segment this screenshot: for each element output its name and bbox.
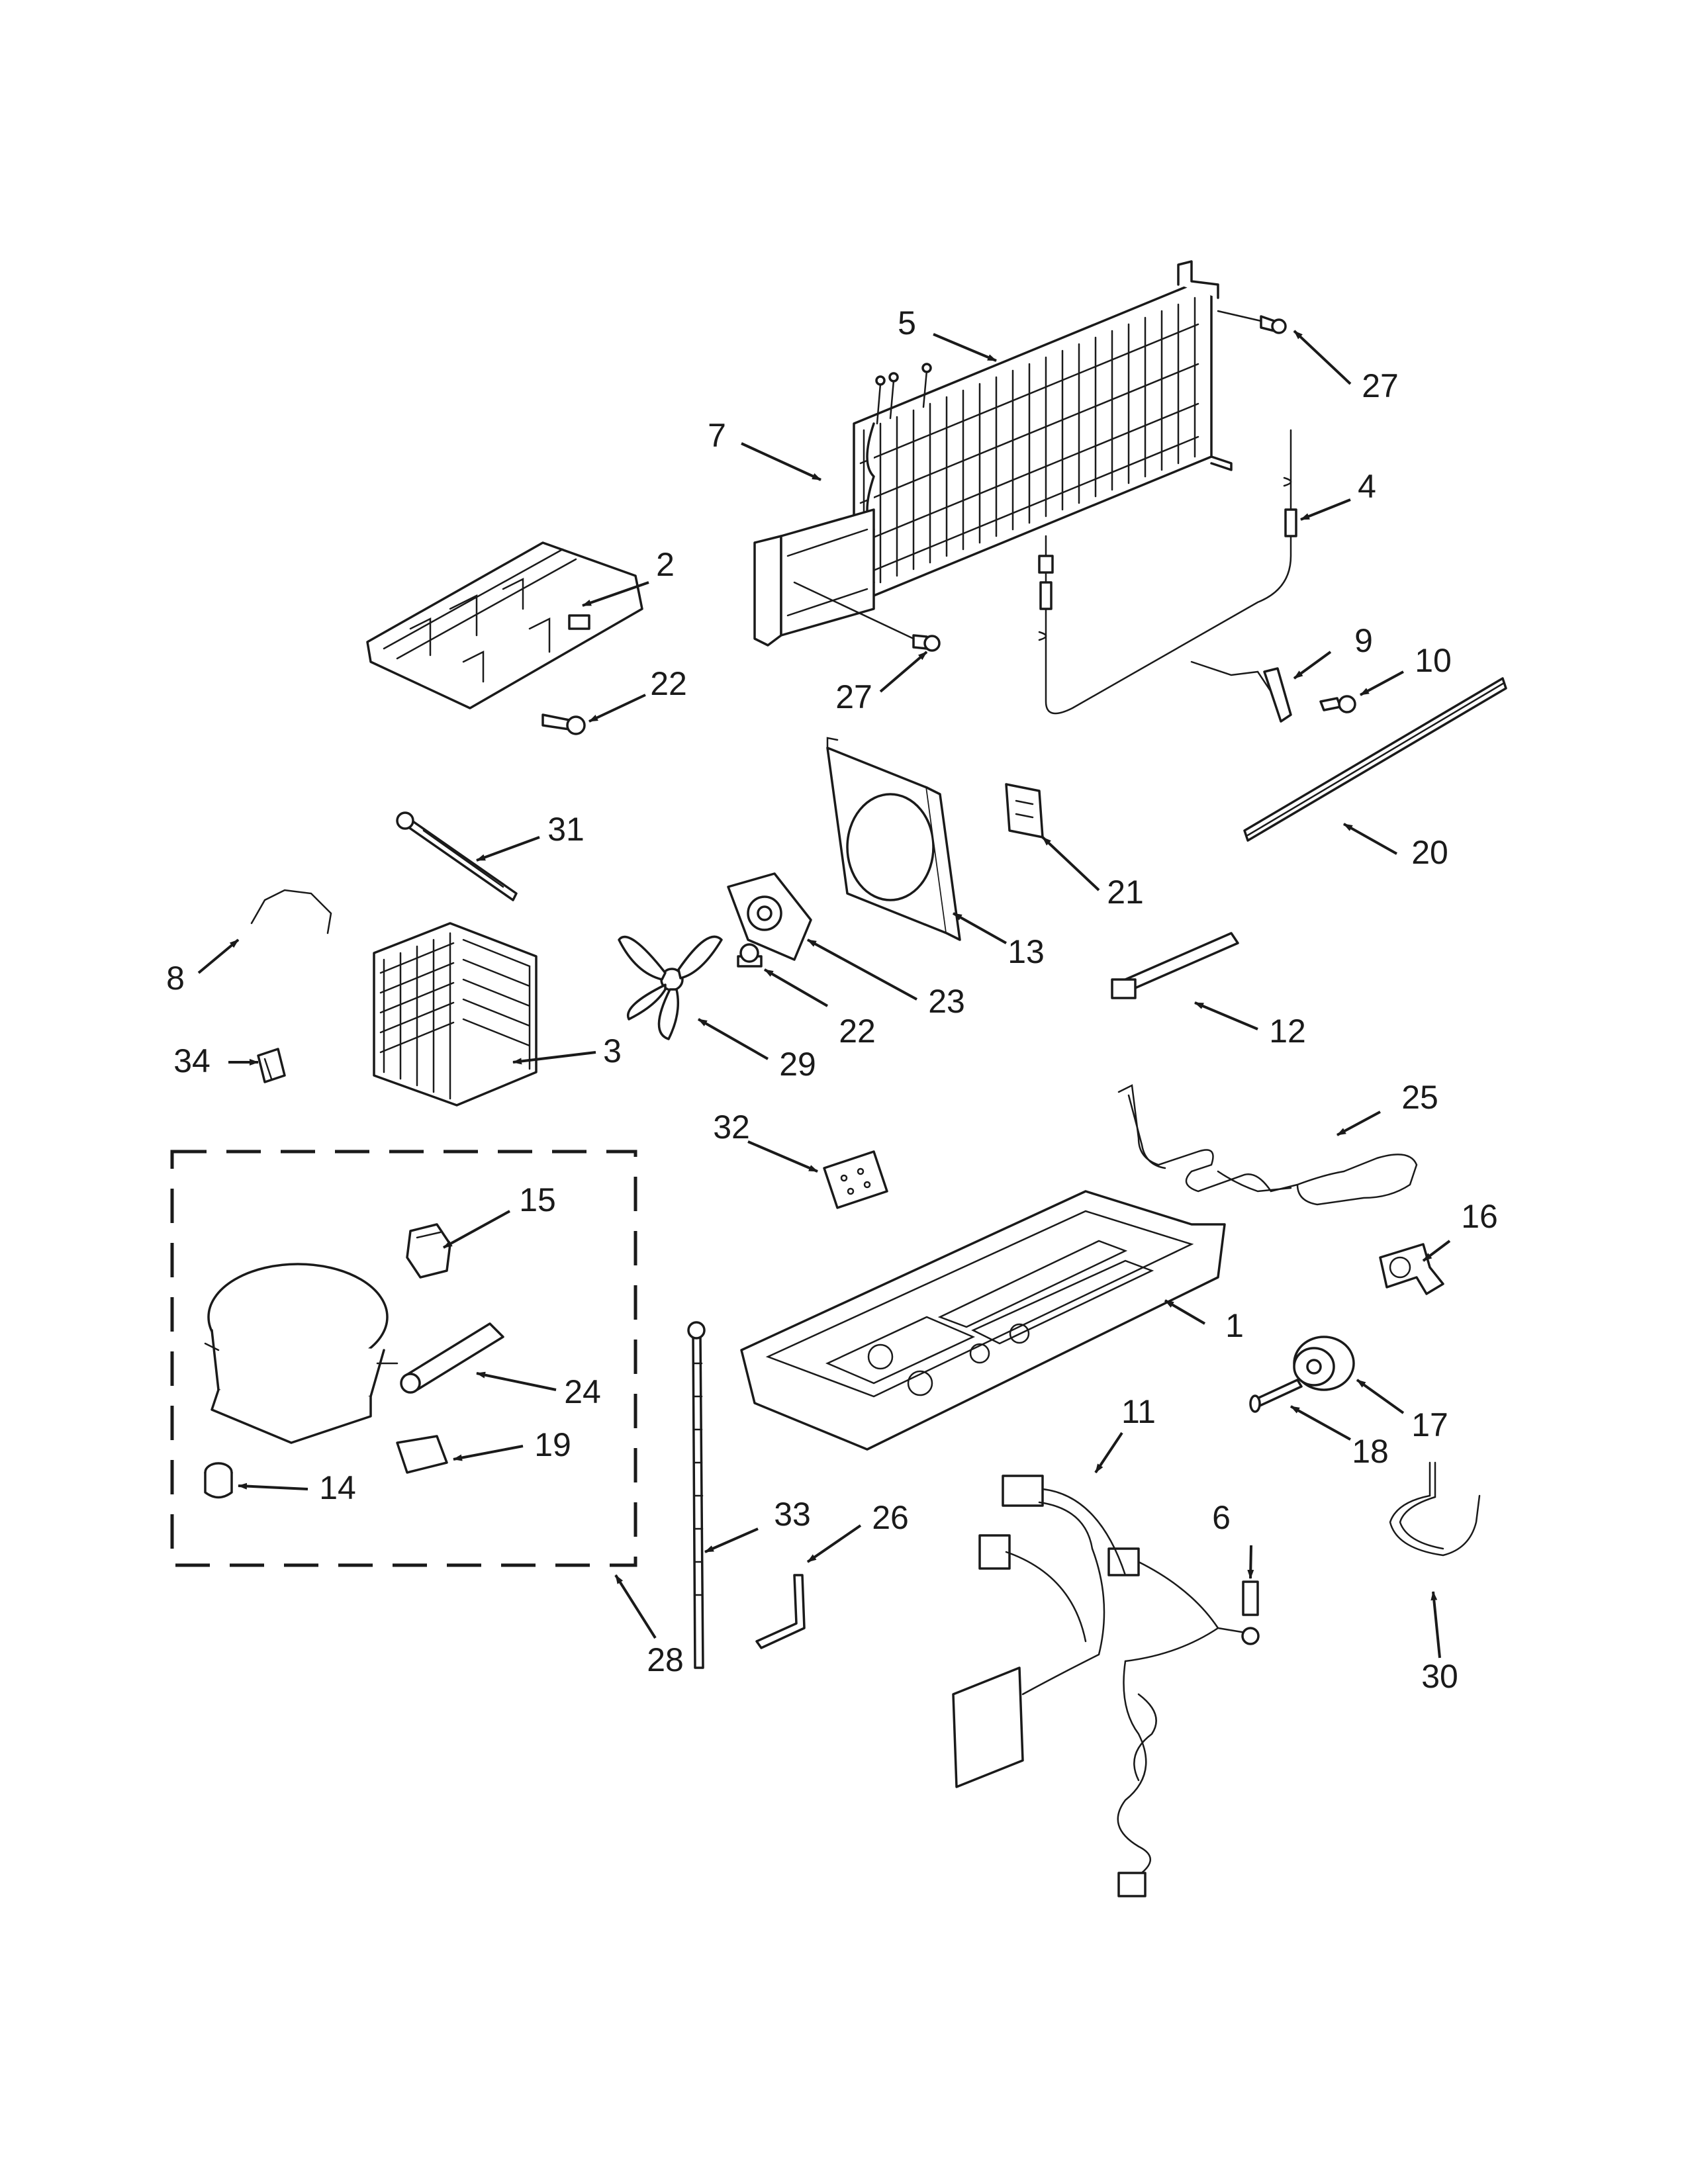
callout-7: 7 [708, 417, 726, 454]
grommet-17-part [1293, 1336, 1355, 1391]
cable-tie-part [1111, 932, 1239, 999]
callout-33: 33 [774, 1496, 811, 1533]
screw-10-part [1319, 695, 1356, 713]
callout-27-upper: 27 [1362, 367, 1399, 404]
callout-9: 9 [1354, 622, 1373, 659]
callout-20: 20 [1411, 834, 1448, 871]
callout-13: 13 [1008, 933, 1045, 970]
callout-3: 3 [603, 1032, 622, 1069]
screw-6-part [1241, 1580, 1260, 1645]
tubing-coil-part [1117, 1084, 1418, 1206]
callout-19: 19 [534, 1426, 571, 1463]
callout-16: 16 [1461, 1198, 1498, 1235]
callout-22-lower: 22 [839, 1013, 876, 1050]
wiring-harness-part [952, 1475, 1259, 1897]
callout-22-upper: 22 [650, 665, 687, 702]
callout-27-lower: 27 [835, 678, 872, 715]
base-pan-part [740, 1190, 1226, 1451]
fan-motor-part [727, 872, 812, 961]
callout-24: 24 [564, 1373, 601, 1410]
pad-32-part [823, 1150, 888, 1209]
compressor-group-28-part [170, 1150, 637, 1567]
screw-22-lower-part [737, 943, 763, 968]
gasket-strip-part [1243, 677, 1507, 842]
callout-23: 23 [928, 983, 965, 1020]
callout-31: 31 [547, 811, 585, 848]
bracket-21-part [1005, 783, 1044, 839]
screw-22-upper-part [541, 713, 586, 735]
callout-labels: 1 2 3 4 5 6 7 8 9 10 11 12 13 14 15 16 1… [166, 304, 1498, 1695]
callout-2: 2 [656, 546, 675, 583]
callout-4: 4 [1358, 468, 1376, 505]
callout-11: 11 [1121, 1393, 1156, 1430]
callout-15: 15 [519, 1181, 556, 1218]
callout-18: 18 [1352, 1433, 1389, 1470]
clip-34-part [257, 1048, 286, 1083]
callout-25: 25 [1401, 1079, 1438, 1116]
l-tube-26-part [755, 1574, 806, 1649]
callout-28: 28 [647, 1641, 684, 1678]
fan-shroud-part [826, 737, 961, 941]
tube-33-part [687, 1321, 706, 1669]
callout-5: 5 [898, 304, 916, 341]
clip-9-part [1190, 660, 1292, 723]
clamp-16-part [1379, 1243, 1444, 1295]
callout-14: 14 [319, 1469, 356, 1506]
callout-1: 1 [1225, 1307, 1244, 1344]
evaporator-cover-part [753, 508, 875, 647]
callout-10: 10 [1415, 642, 1452, 679]
overload-15-part [406, 1223, 451, 1279]
defrost-sensor-part [1038, 429, 1297, 715]
compressor-part [204, 1263, 399, 1444]
wire-bracket-8-part [250, 889, 332, 934]
grommet-14-part [204, 1462, 233, 1499]
control-box-part [366, 541, 643, 709]
callout-32: 32 [713, 1109, 750, 1146]
tube-30-part [1389, 1461, 1481, 1557]
filter-drier-part [400, 1322, 504, 1394]
callout-34: 34 [173, 1042, 211, 1079]
callout-30: 30 [1421, 1658, 1458, 1695]
callout-21: 21 [1107, 874, 1144, 911]
fan-blade-part [618, 935, 723, 1040]
callout-26: 26 [872, 1499, 909, 1536]
condenser-part [373, 922, 538, 1107]
callout-17: 17 [1411, 1406, 1448, 1443]
relay-19-part [396, 1435, 448, 1474]
callout-12: 12 [1269, 1013, 1306, 1050]
callout-6: 6 [1212, 1499, 1231, 1536]
callout-29: 29 [779, 1046, 816, 1083]
pin-18-part [1249, 1379, 1303, 1413]
leader-lines [197, 330, 1451, 1659]
callout-8: 8 [166, 960, 185, 997]
screw-27-lower-part [793, 581, 941, 652]
drain-tube-31-part [396, 811, 518, 901]
screw-27-upper-part [1217, 310, 1287, 334]
